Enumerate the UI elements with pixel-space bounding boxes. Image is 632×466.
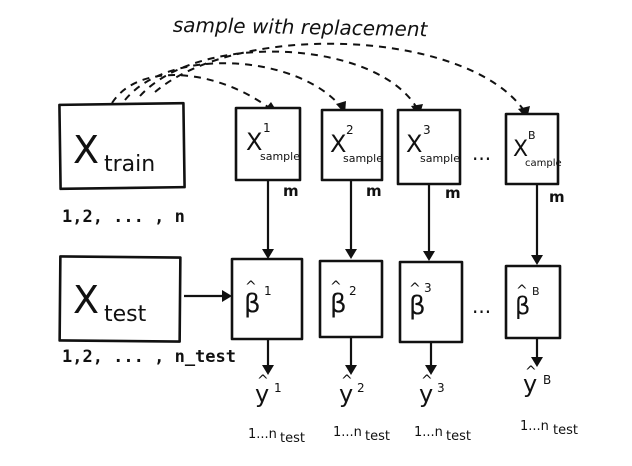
range-sub-4: test <box>553 423 578 438</box>
sample-x-label-3: X <box>406 130 422 158</box>
sampling-arc-3 <box>139 50 419 111</box>
sample-column-2: X 2 sample m ^ β 2 ^ y 2 1...n test <box>318 108 390 444</box>
beta-sup-2: 2 <box>349 284 357 298</box>
test-node: X test <box>58 255 182 343</box>
train-indices: 1,2, ... , n <box>62 207 185 227</box>
y-hat-2: ^ <box>341 373 353 389</box>
beta-box-2 <box>318 259 384 339</box>
range-3: 1...n <box>414 425 443 440</box>
sample-x-label-4: X <box>513 137 528 162</box>
diagram-title: sample with replacement <box>173 13 429 41</box>
range-sub-1: test <box>280 431 305 446</box>
y-symbol-1: y <box>255 380 269 408</box>
y-symbol-2: y <box>339 380 353 408</box>
beta-hat-2: ^ <box>330 279 342 295</box>
beta-symbol-1: β <box>244 289 261 319</box>
sample-to-beta-arrow-head-4 <box>531 255 543 265</box>
beta-box-1 <box>230 257 304 341</box>
train-label: X <box>73 128 99 172</box>
y-hat-1: ^ <box>257 373 269 389</box>
sampling-arc-2 <box>124 62 343 109</box>
sample-column-1: X 1 sample m ^ β 1 ^ y 1 1...n test <box>230 106 305 446</box>
beta-to-y-arrow-head-4 <box>531 357 543 367</box>
sample-x-sup-3: 3 <box>423 123 431 137</box>
test-label: X <box>73 278 99 322</box>
beta-hat-4: ^ <box>516 283 528 299</box>
range-sub-2: test <box>365 429 390 444</box>
sample-x-sup-4: B <box>528 129 536 142</box>
y-sup-1: 1 <box>274 381 282 395</box>
sample-to-beta-arrow-head-1 <box>262 249 274 259</box>
beta-symbol-2: β <box>330 289 347 319</box>
beta-hat-3: ^ <box>409 281 421 297</box>
sample-m-1: m <box>283 182 299 200</box>
beta-to-y-arrow-head-3 <box>425 365 437 375</box>
train-node: X train <box>58 101 186 191</box>
beta-symbol-3: β <box>409 291 426 321</box>
sample-box-2 <box>320 108 384 182</box>
beta-sup-1: 1 <box>264 284 272 298</box>
range-2: 1...n <box>333 425 362 440</box>
test-indices: 1,2, ... , n_test <box>62 347 236 367</box>
y-sup-2: 2 <box>357 381 365 395</box>
beta-sup-4: B <box>532 285 540 298</box>
sample-m-2: m <box>366 182 382 200</box>
sampling-arc-1 <box>111 74 273 111</box>
sample-box-4 <box>504 112 560 186</box>
sampling-arcs <box>111 42 530 119</box>
y-hat-3: ^ <box>421 373 433 389</box>
sample-to-beta-arrow-head-2 <box>345 249 357 259</box>
range-1: 1...n <box>248 427 277 442</box>
sample-box-3 <box>396 108 462 186</box>
range-4: 1...n <box>520 419 549 434</box>
y-symbol-4: y <box>523 370 537 398</box>
y-symbol-3: y <box>419 380 433 408</box>
sample-x-label-2: X <box>330 130 346 158</box>
y-sup-3: 3 <box>437 381 445 395</box>
sample-x-sub-4: cample <box>525 158 562 169</box>
test-to-models-arrow-head <box>222 290 232 302</box>
sample-column-3: X 3 sample m ^ β 3 ^ y 3 1...n test <box>396 108 471 444</box>
sample-x-sub-2: sample <box>343 152 383 165</box>
beta-box-4 <box>504 264 562 340</box>
sampling-arc-4 <box>154 42 526 113</box>
y-sup-4: B <box>543 373 551 387</box>
beta-sup-3: 3 <box>424 281 432 295</box>
range-sub-3: test <box>446 429 471 444</box>
sample-m-3: m <box>445 184 461 202</box>
model-ellipsis: ... <box>472 294 491 318</box>
y-hat-4: ^ <box>525 364 537 380</box>
sample-x-sup-2: 2 <box>346 123 354 137</box>
sample-x-sup-1: 1 <box>263 121 271 135</box>
sample-to-beta-arrow-head-3 <box>423 251 435 261</box>
sample-column-4: X B cample m ^ β B ^ y B 1...n test <box>504 112 578 438</box>
train-sub: train <box>104 152 155 177</box>
beta-symbol-4: β <box>515 292 530 320</box>
beta-to-y-arrow-head-2 <box>345 365 357 375</box>
sample-m-4: m <box>549 188 565 206</box>
sample-x-sub-3: sample <box>420 152 460 165</box>
sample-x-sub-1: sample <box>260 150 300 163</box>
sample-x-label-1: X <box>246 128 262 156</box>
test-sub: test <box>104 302 147 327</box>
beta-to-y-arrow-head-1 <box>262 365 274 375</box>
beta-hat-1: ^ <box>245 279 257 295</box>
sample-ellipsis: ... <box>472 141 491 165</box>
sample-box-1 <box>234 106 302 182</box>
